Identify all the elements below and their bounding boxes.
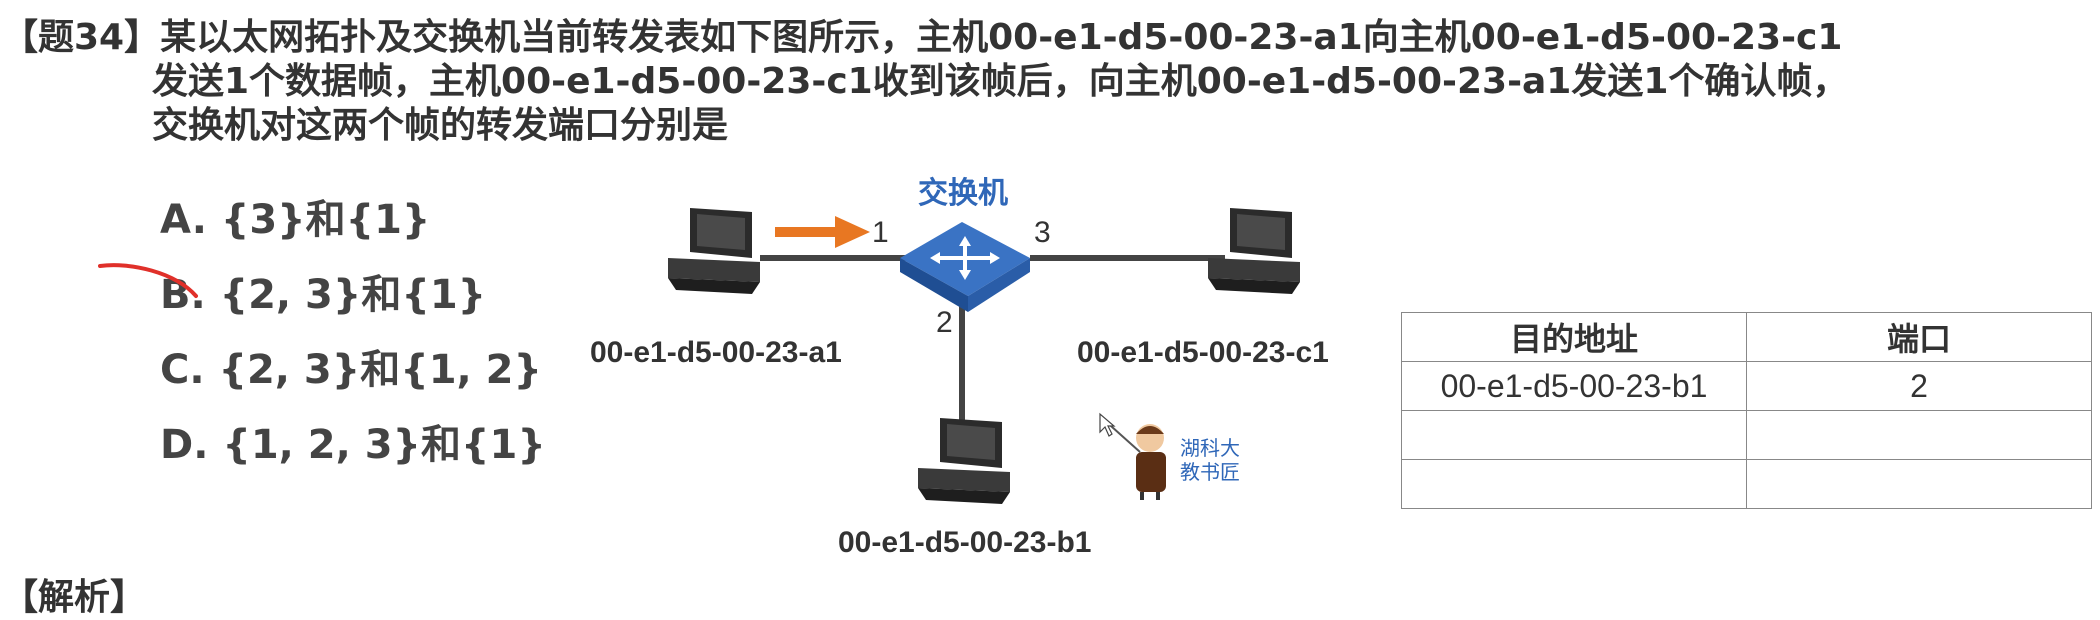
port-3-label: 3	[1034, 216, 1051, 249]
computer-icon-a1	[668, 208, 760, 294]
question-text: 【题34】某以太网拓扑及交换机当前转发表如下图所示，主机00-e1-d5-00-…	[2, 16, 1848, 148]
computer-icon-c1	[1208, 208, 1300, 294]
table-header-row: 目的地址 端口	[1401, 312, 2092, 362]
computer-icon-b1	[918, 418, 1010, 504]
switch-label: 交换机	[918, 176, 1008, 211]
question-line-2: 发送1个数据帧，主机00-e1-d5-00-23-c1收到该帧后，向主机00-e…	[152, 61, 1849, 102]
table-cell-port	[1746, 410, 2092, 460]
teacher-mascot-icon	[1101, 417, 1166, 500]
table-cell-port	[1746, 459, 2092, 509]
network-topology-diagram: SWITCH	[98, 208, 1300, 504]
option-b[interactable]: B. {2, 3}和{1}	[160, 272, 487, 318]
option-a[interactable]: A. {3}和{1}	[160, 197, 431, 243]
option-d[interactable]: D. {1, 2, 3}和{1}	[160, 422, 546, 468]
option-c[interactable]: C. {2, 3}和{1, 2}	[160, 347, 542, 393]
switch-icon	[900, 222, 1030, 312]
host-c1-label: 00-e1-d5-00-23-c1	[1077, 336, 1329, 369]
red-annotation-stroke	[98, 263, 198, 298]
port-2-label: 2	[936, 306, 953, 339]
table-cell-address	[1401, 410, 1747, 460]
logo-caption: 湖科大 教书匠	[1180, 436, 1240, 484]
host-a1-label: 00-e1-d5-00-23-a1	[590, 336, 842, 369]
table-cell-port: 2	[1746, 361, 2092, 411]
header-destination-address: 目的地址	[1401, 312, 1747, 362]
answer-options: A. {3}和{1} B. {2, 3}和{1} C. {2, 3}和{1, 2…	[160, 190, 546, 490]
header-port: 端口	[1746, 312, 2092, 362]
table-row: 00-e1-d5-00-23-b1 2	[1401, 361, 2092, 411]
frame-direction-arrow	[775, 216, 870, 248]
analysis-heading-partial: 【解析】	[2, 577, 147, 618]
table-row	[1401, 459, 2092, 509]
question-line-3: 交换机对这两个帧的转发端口分别是	[152, 105, 729, 146]
host-b1-label: 00-e1-d5-00-23-b1	[838, 526, 1092, 559]
port-1-label: 1	[872, 216, 889, 249]
table-cell-address: 00-e1-d5-00-23-b1	[1401, 361, 1747, 411]
question-number: 【题34】	[2, 17, 161, 58]
forwarding-table: 目的地址 端口 00-e1-d5-00-23-b1 2	[1401, 312, 2092, 509]
table-row	[1401, 410, 2092, 460]
table-cell-address	[1401, 459, 1747, 509]
question-line-1: 【题34】某以太网拓扑及交换机当前转发表如下图所示，主机00-e1-d5-00-…	[2, 17, 1843, 58]
mouse-cursor-icon	[1099, 412, 1116, 437]
